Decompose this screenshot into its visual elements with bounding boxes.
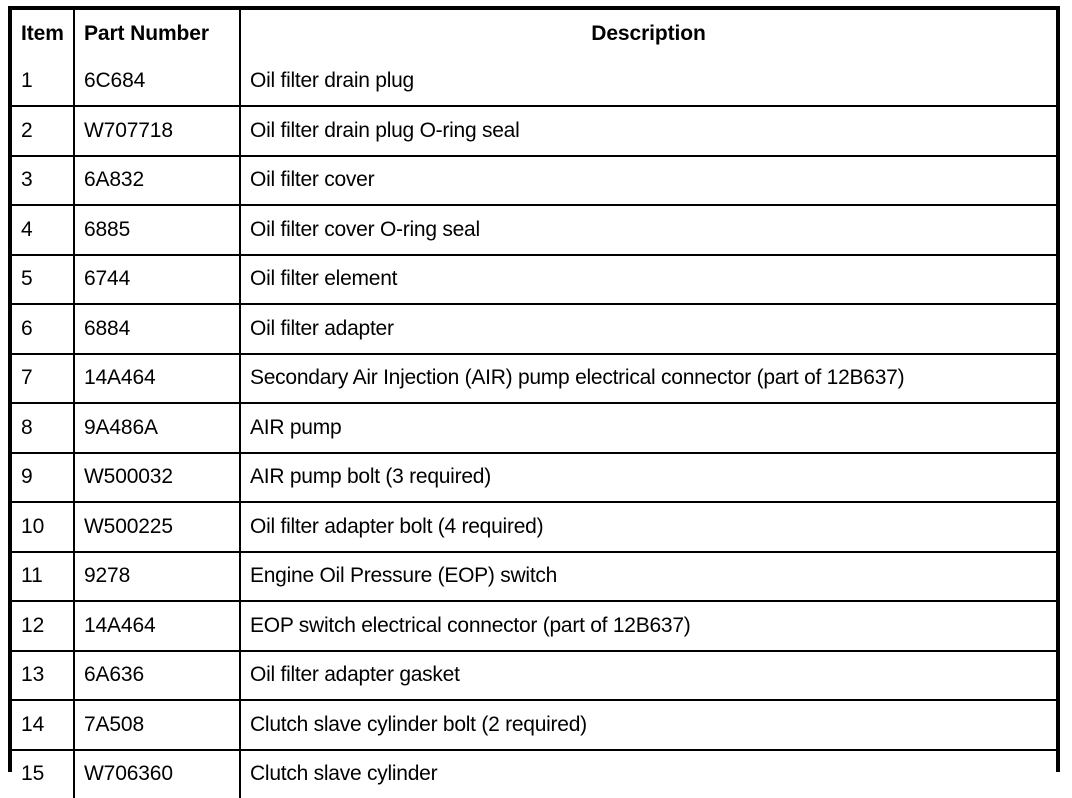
cell-description: AIR pump — [240, 403, 1056, 453]
cell-item: 9 — [12, 453, 74, 503]
cell-part-number: 6744 — [74, 255, 240, 305]
cell-part-number: 6884 — [74, 304, 240, 354]
table-row: 13 6A636 Oil filter adapter gasket — [12, 651, 1056, 701]
parts-table-body: 1 6C684 Oil filter drain plug 2 W707718 … — [12, 58, 1056, 798]
cell-part-number: 6A832 — [74, 156, 240, 206]
cell-part-number: 6C684 — [74, 58, 240, 107]
table-row: 10 W500225 Oil filter adapter bolt (4 re… — [12, 502, 1056, 552]
cell-part-number: W500225 — [74, 502, 240, 552]
table-row: 12 14A464 EOP switch electrical connecto… — [12, 601, 1056, 651]
cell-description: Oil filter adapter — [240, 304, 1056, 354]
cell-part-number: 14A464 — [74, 601, 240, 651]
cell-part-number: W500032 — [74, 453, 240, 503]
cell-description: Engine Oil Pressure (EOP) switch — [240, 552, 1056, 602]
parts-table-header: Item Part Number Description — [12, 10, 1056, 58]
cell-item: 14 — [12, 700, 74, 750]
cell-description: Oil filter drain plug O-ring seal — [240, 106, 1056, 156]
cell-part-number: 9278 — [74, 552, 240, 602]
cell-item: 5 — [12, 255, 74, 305]
cell-part-number: 7A508 — [74, 700, 240, 750]
cell-description: EOP switch electrical connector (part of… — [240, 601, 1056, 651]
page-root: Item Part Number Description 1 6C684 Oil… — [0, 0, 1072, 780]
cell-description: Oil filter cover — [240, 156, 1056, 206]
cell-description: AIR pump bolt (3 required) — [240, 453, 1056, 503]
cell-part-number: W706360 — [74, 750, 240, 798]
cell-description: Oil filter adapter bolt (4 required) — [240, 502, 1056, 552]
cell-description: Oil filter cover O-ring seal — [240, 205, 1056, 255]
cell-description: Oil filter element — [240, 255, 1056, 305]
table-row: 4 6885 Oil filter cover O-ring seal — [12, 205, 1056, 255]
cell-item: 2 — [12, 106, 74, 156]
table-row: 2 W707718 Oil filter drain plug O-ring s… — [12, 106, 1056, 156]
table-row: 6 6884 Oil filter adapter — [12, 304, 1056, 354]
table-row: 14 7A508 Clutch slave cylinder bolt (2 r… — [12, 700, 1056, 750]
table-row: 7 14A464 Secondary Air Injection (AIR) p… — [12, 354, 1056, 404]
cell-part-number: 9A486A — [74, 403, 240, 453]
cell-item: 7 — [12, 354, 74, 404]
column-header-description: Description — [240, 10, 1056, 58]
table-row: 5 6744 Oil filter element — [12, 255, 1056, 305]
cell-description: Oil filter adapter gasket — [240, 651, 1056, 701]
parts-table-container: Item Part Number Description 1 6C684 Oil… — [8, 6, 1060, 772]
cell-item: 8 — [12, 403, 74, 453]
table-row: 3 6A832 Oil filter cover — [12, 156, 1056, 206]
table-row: 1 6C684 Oil filter drain plug — [12, 58, 1056, 107]
cell-description: Clutch slave cylinder — [240, 750, 1056, 798]
parts-table: Item Part Number Description 1 6C684 Oil… — [12, 10, 1056, 798]
cell-item: 3 — [12, 156, 74, 206]
cell-part-number: W707718 — [74, 106, 240, 156]
table-row: 11 9278 Engine Oil Pressure (EOP) switch — [12, 552, 1056, 602]
table-row: 9 W500032 AIR pump bolt (3 required) — [12, 453, 1056, 503]
column-header-part-number: Part Number — [74, 10, 240, 58]
cell-part-number: 6885 — [74, 205, 240, 255]
cell-description: Clutch slave cylinder bolt (2 required) — [240, 700, 1056, 750]
column-header-item: Item — [12, 10, 74, 58]
cell-part-number: 14A464 — [74, 354, 240, 404]
cell-item: 1 — [12, 58, 74, 107]
cell-item: 15 — [12, 750, 74, 798]
cell-item: 13 — [12, 651, 74, 701]
header-row: Item Part Number Description — [12, 10, 1056, 58]
cell-item: 4 — [12, 205, 74, 255]
table-row: 8 9A486A AIR pump — [12, 403, 1056, 453]
cell-item: 6 — [12, 304, 74, 354]
cell-item: 10 — [12, 502, 74, 552]
table-row: 15 W706360 Clutch slave cylinder — [12, 750, 1056, 798]
cell-item: 11 — [12, 552, 74, 602]
cell-description: Secondary Air Injection (AIR) pump elect… — [240, 354, 1056, 404]
cell-item: 12 — [12, 601, 74, 651]
cell-description: Oil filter drain plug — [240, 58, 1056, 107]
cell-part-number: 6A636 — [74, 651, 240, 701]
